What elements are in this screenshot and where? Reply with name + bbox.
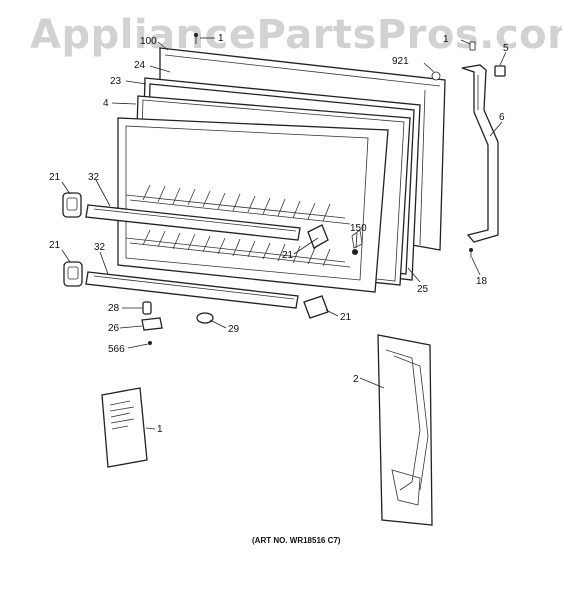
callout-26: 26 xyxy=(108,323,120,334)
owner-manual xyxy=(101,387,148,468)
callout-4: 4 xyxy=(103,98,109,109)
callout-566: 566 xyxy=(108,344,125,355)
door-inner-liner xyxy=(117,117,389,293)
art-number: (ART NO. WR18516 C7) xyxy=(252,536,341,545)
callout-29: 29 xyxy=(228,324,240,335)
shelf-bar-upper xyxy=(85,204,301,241)
callout-labels: 100 1 24 23 4 921 1 5 6 21 32 21 32 150 … xyxy=(49,33,509,545)
callout-28: 28 xyxy=(108,303,120,314)
callout-32-lower: 32 xyxy=(94,242,106,253)
hinge-bracket xyxy=(461,64,499,243)
callout-6: 6 xyxy=(499,112,505,123)
callout-21-upper-left: 21 xyxy=(49,172,61,183)
callout-24: 24 xyxy=(134,60,146,71)
screw-150 xyxy=(351,229,363,255)
callout-21-middle: 21 xyxy=(282,250,294,261)
callout-2: 2 xyxy=(353,374,359,385)
callout-21-lower-right: 21 xyxy=(340,312,352,323)
screw-top-right xyxy=(469,41,476,51)
bracket-26 xyxy=(141,317,163,331)
screw-566 xyxy=(148,341,152,345)
callout-18: 18 xyxy=(476,276,488,287)
callout-1-manual: 1 xyxy=(157,424,163,435)
callout-23: 23 xyxy=(110,76,122,87)
callout-1-top: 1 xyxy=(218,33,224,44)
callout-25: 25 xyxy=(417,284,429,295)
callout-100: 100 xyxy=(140,36,157,47)
cap-5 xyxy=(494,65,506,77)
shelf-end-cap-left-upper xyxy=(62,192,82,218)
leader-lines xyxy=(61,37,507,430)
callout-1-right: 1 xyxy=(443,34,449,45)
callout-150: 150 xyxy=(350,223,367,234)
shelf-end-cap-left-lower xyxy=(63,261,83,287)
shelf-end-cap-right-lower xyxy=(303,295,329,319)
callout-5: 5 xyxy=(503,43,509,54)
callout-21-lower-left: 21 xyxy=(49,240,61,251)
plug-28 xyxy=(142,301,152,315)
shelf-bar-lower xyxy=(85,271,299,309)
door-handle-panel xyxy=(377,334,433,526)
callout-921: 921 xyxy=(392,56,409,67)
grommet-29 xyxy=(196,312,214,324)
screw-top xyxy=(194,33,198,44)
callout-32-upper: 32 xyxy=(88,172,100,183)
shelf-end-cap-right-upper xyxy=(307,224,329,249)
screw-18 xyxy=(469,248,473,258)
